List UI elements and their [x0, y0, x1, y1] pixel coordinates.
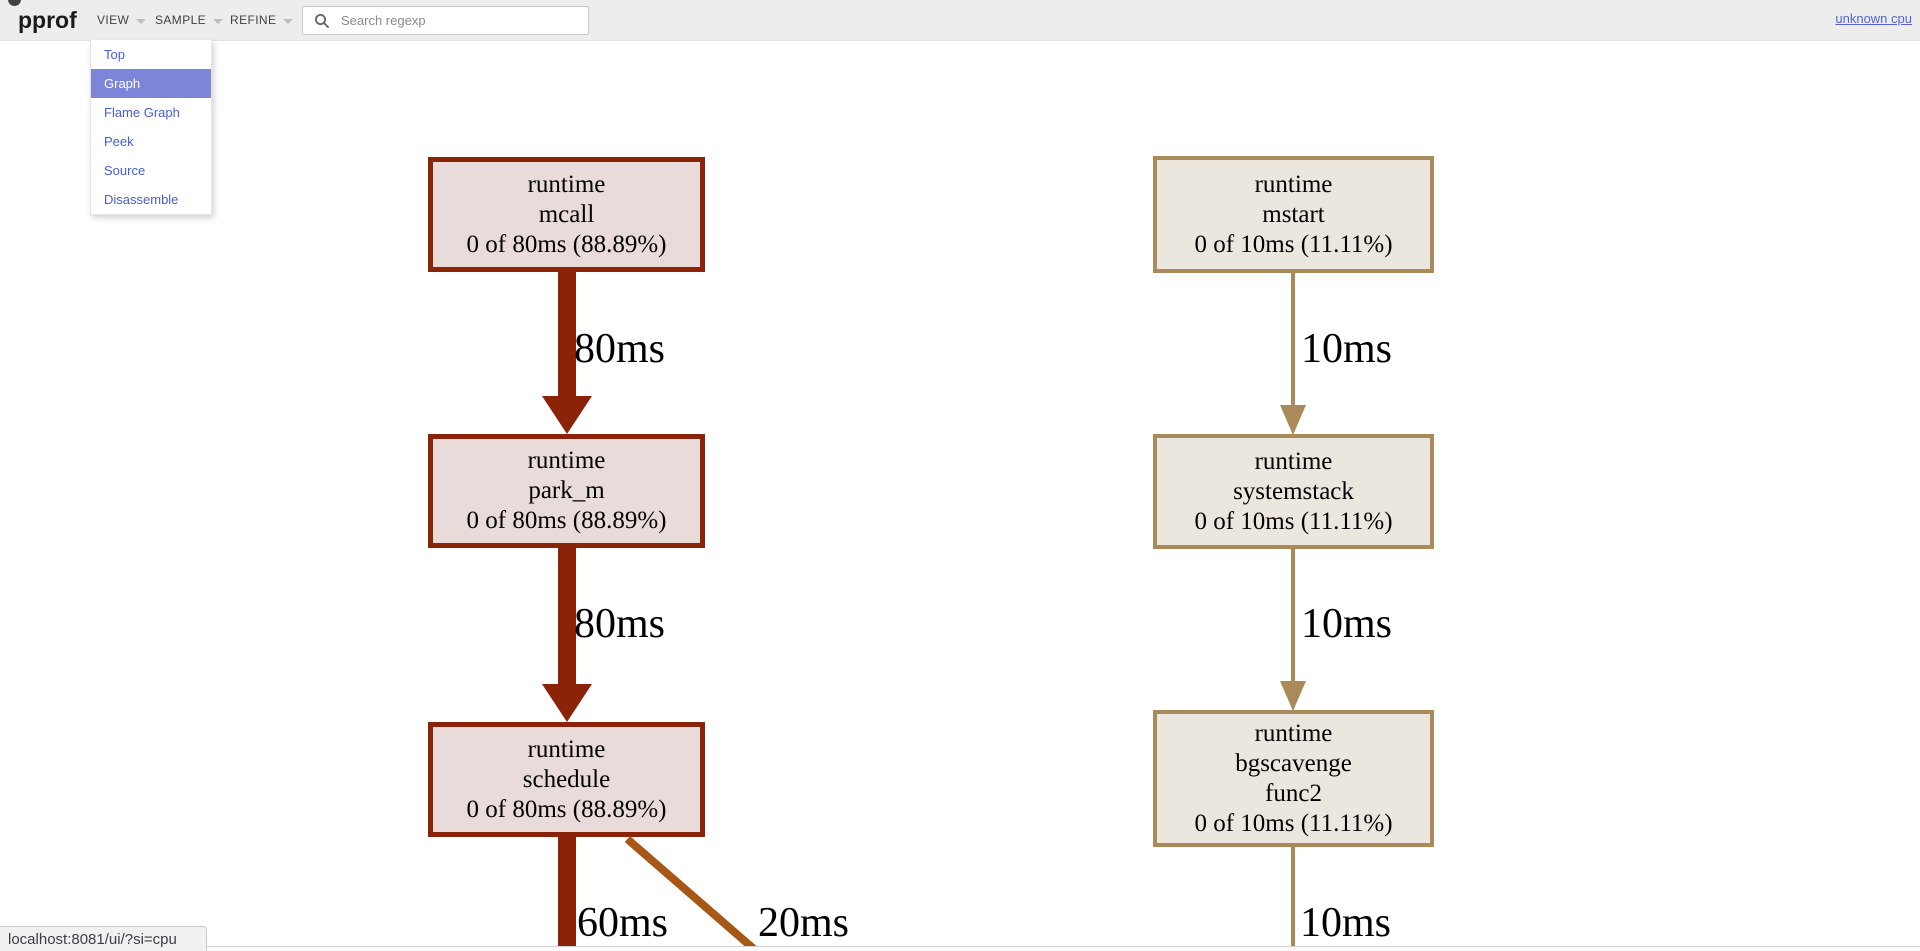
graph-node-text: schedule	[522, 765, 611, 793]
graph-node-text: runtime	[527, 735, 606, 763]
graph-node-text: 0 of 10ms (11.11%)	[1194, 230, 1393, 258]
search-icon	[315, 13, 330, 28]
graph-edge-mstart-systemstack	[1291, 273, 1295, 407]
horizontal-scrollbar[interactable]	[0, 946, 1920, 951]
status-url-text: localhost:8081/ui/?si=cpu	[8, 930, 177, 948]
edge-label: 10ms	[1301, 326, 1393, 372]
search-input[interactable]	[339, 12, 573, 29]
graph-node-text: func2	[1265, 779, 1322, 807]
chevron-down-icon	[136, 18, 147, 24]
edge-label: 10ms	[1300, 900, 1392, 946]
graph-node-text: park_m	[528, 477, 605, 504]
menu-refine-label: REFINE	[230, 13, 277, 27]
menu-sample-button[interactable]: SAMPLE	[155, 0, 224, 40]
menu-sample-label: SAMPLE	[155, 13, 207, 27]
view-menu-item-disassemble[interactable]: Disassemble	[104, 192, 179, 207]
graph-edge-mcall-park_m	[558, 272, 576, 398]
view-menu-item-peek[interactable]: Peek	[104, 134, 134, 149]
view-dropdown-menu: Top Graph Flame Graph Peek Source Disass…	[90, 40, 212, 215]
view-menu-item-top[interactable]: Top	[104, 47, 125, 62]
arrowhead-icon	[1280, 405, 1306, 435]
graph-node-text: mstart	[1262, 200, 1325, 228]
status-url-bubble: localhost:8081/ui/?si=cpu	[0, 926, 207, 951]
edge-label: 80ms	[574, 326, 666, 372]
graph-edge-park_m-schedule	[558, 548, 576, 686]
graph-node-text: 0 of 80ms (88.89%)	[466, 795, 667, 823]
view-menu-item-graph[interactable]: Graph	[91, 69, 211, 98]
arrowhead-icon	[1280, 681, 1306, 711]
toolbar: pprof VIEW SAMPLE REFINE unknown cpu	[0, 0, 1920, 41]
search-box[interactable]	[302, 6, 589, 35]
menu-view-label: VIEW	[97, 13, 130, 27]
graph-node-park_m[interactable]: runtime park_m 0 of 80ms (88.89%)	[428, 434, 705, 548]
arrowhead-icon	[542, 684, 592, 722]
graph-node-text: 0 of 10ms (11.11%)	[1194, 507, 1393, 535]
graph-node-text: bgscavenge	[1235, 749, 1352, 777]
graph-edge-schedule-out-60ms	[558, 837, 576, 951]
edge-label: 80ms	[574, 601, 666, 647]
corner-dot	[8, 0, 21, 6]
graph-node-text: runtime	[1254, 170, 1333, 198]
graph-node-text: runtime	[1254, 719, 1333, 747]
graph-node-text: 0 of 80ms (88.89%)	[466, 507, 667, 534]
chevron-down-icon	[283, 18, 294, 24]
menu-refine-button[interactable]: REFINE	[230, 0, 294, 40]
menu-view-button[interactable]: VIEW	[97, 0, 147, 40]
chevron-down-icon	[213, 18, 224, 24]
graph-node-text: runtime	[1254, 447, 1333, 475]
graph-node-text: runtime	[527, 170, 606, 198]
graph-node-text: 0 of 80ms (88.89%)	[466, 230, 667, 258]
app-title: pprof	[18, 7, 77, 33]
graph-edge-bgscavenge-out-10ms	[1291, 847, 1295, 951]
graph-edge-systemstack-bgscavenge	[1291, 549, 1295, 683]
graph-node-text: systemstack	[1233, 477, 1354, 505]
view-menu-item-source[interactable]: Source	[104, 163, 146, 178]
graph-node-text: mcall	[538, 200, 595, 228]
profile-link[interactable]: unknown cpu	[1835, 11, 1912, 26]
graph-node-text: runtime	[527, 447, 606, 474]
edge-label: 60ms	[577, 900, 669, 946]
edge-label: 20ms	[758, 900, 850, 946]
edge-label: 10ms	[1301, 601, 1393, 647]
graph-node-text: 0 of 10ms (11.11%)	[1194, 809, 1393, 837]
view-menu-item-flame-graph[interactable]: Flame Graph	[104, 105, 180, 120]
arrowhead-icon	[542, 396, 592, 434]
